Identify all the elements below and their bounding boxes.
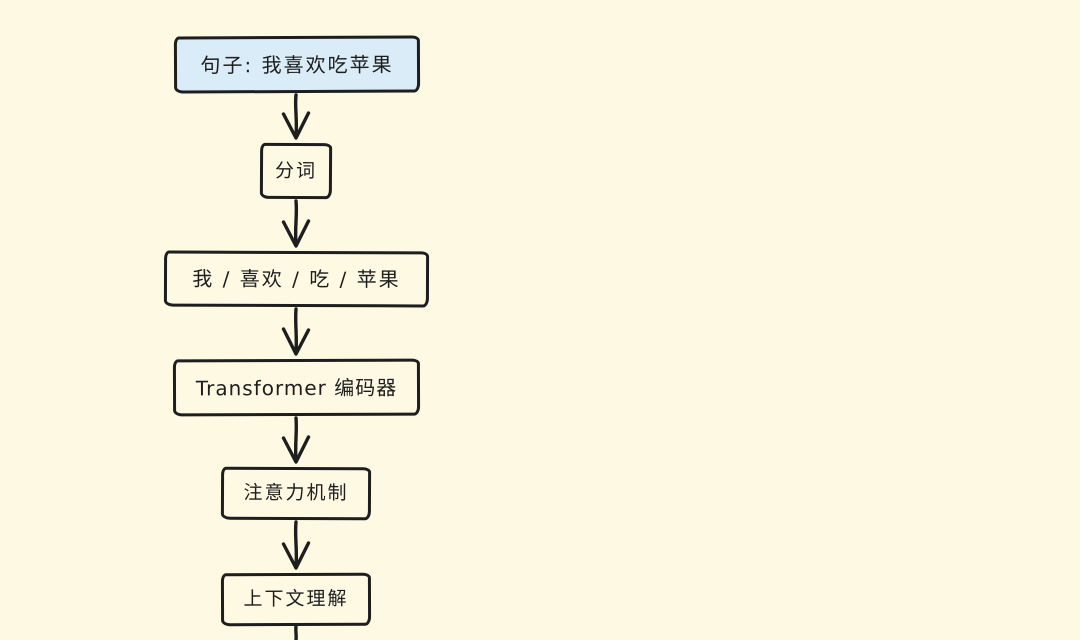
- arrow-down-icon: [276, 520, 316, 571]
- node-context-understanding: 上下文理解: [220, 572, 372, 627]
- node-label: 上下文理解: [243, 587, 349, 611]
- node-tokens: 我 / 喜欢 / 吃 / 苹果: [163, 250, 430, 308]
- node-attention-mechanism: 注意力机制: [220, 466, 372, 521]
- node-tokenization: 分词: [259, 142, 333, 200]
- arrow-down-icon: [276, 93, 316, 141]
- node-label: 句子: 我喜欢吃苹果: [200, 52, 394, 77]
- node-label: 注意力机制: [243, 481, 349, 505]
- node-label: Transformer 编码器: [195, 375, 398, 400]
- connector-line: [276, 626, 316, 640]
- node-label: 分词: [274, 159, 318, 182]
- arrow-down-icon: [276, 416, 316, 465]
- node-label: 我 / 喜欢 / 吃 / 苹果: [192, 266, 401, 292]
- arrow-down-icon: [276, 307, 316, 357]
- node-sentence-input: 句子: 我喜欢吃苹果: [173, 35, 421, 94]
- arrow-down-icon: [276, 199, 316, 249]
- node-transformer-encoder: Transformer 编码器: [172, 358, 421, 417]
